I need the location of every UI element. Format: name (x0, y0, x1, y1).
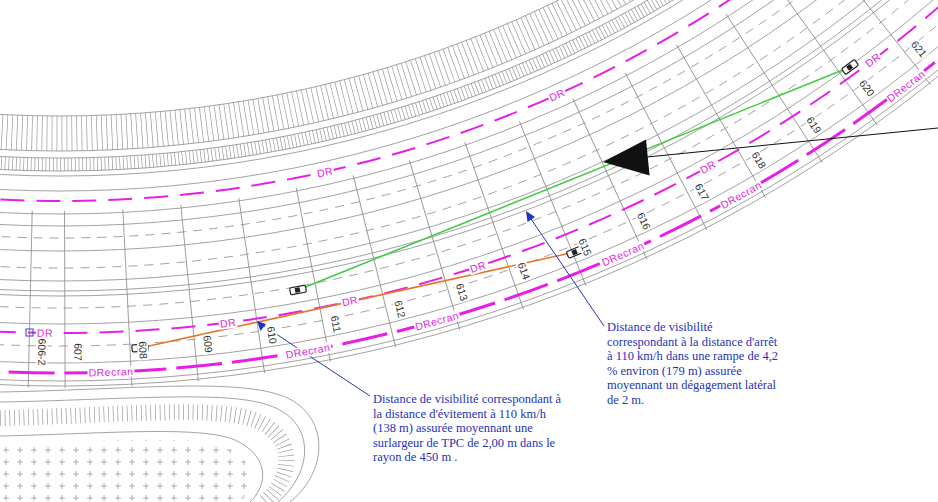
leader-line (261, 324, 370, 396)
drecran-code: DRecran (87, 366, 134, 378)
road-line (0, 0, 938, 171)
road-line (0, 0, 938, 158)
station-lines (28, 0, 930, 388)
road-line (0, 0, 938, 281)
station-line (28, 211, 32, 388)
leader-line (529, 216, 604, 326)
station-line (519, 122, 585, 286)
road-line (0, 0, 938, 291)
station-number: 609 (202, 334, 215, 355)
car-icon (841, 59, 858, 74)
road-line (0, 0, 938, 296)
station-number: 617 (693, 181, 711, 203)
station-line (726, 14, 822, 163)
dr-code: DR (862, 51, 883, 70)
station-number: 606-2 (37, 337, 48, 366)
sight-line (298, 67, 850, 290)
station-number: 607 (73, 342, 84, 362)
station-number: 614 (516, 260, 533, 282)
station-number: 618 (749, 149, 768, 171)
ramp-edge (0, 431, 263, 502)
pointer-arrowhead (603, 140, 650, 176)
station-line (353, 175, 395, 347)
station-number: 616 (635, 210, 653, 232)
callout-note: Distance de visibilité correspondant à l… (607, 320, 785, 407)
dr-code: DR (218, 316, 237, 329)
dr-code: DR (315, 165, 335, 179)
slope-hatching (0, 0, 938, 165)
ramp-edge (0, 397, 305, 502)
station-number: 610 (266, 325, 279, 346)
station-number: 612 (392, 298, 407, 320)
dr-line (0, 0, 938, 201)
car-icon (290, 285, 307, 295)
station-number: 620 (857, 77, 877, 99)
pointer-line (647, 128, 938, 157)
road-line (0, 0, 938, 363)
lane-markings (0, 0, 938, 346)
lane-marking (0, 0, 938, 268)
road-line (0, 0, 938, 151)
station-number: 621 (908, 38, 928, 60)
station-line (64, 211, 66, 388)
slope-hatching (0, 412, 286, 502)
dr-line (0, 0, 938, 333)
callout-note: Distance de visibilité correspondant à l… (373, 392, 565, 465)
station-number: 619 (804, 114, 824, 136)
station-line (239, 198, 265, 373)
dr-code: DR (340, 294, 360, 308)
station-line (181, 205, 198, 381)
road-lines (0, 0, 938, 386)
drecran-code: DRecran (599, 239, 646, 268)
road-line (0, 0, 938, 386)
dr-code: DR (547, 86, 568, 103)
vegetation-area (0, 440, 251, 502)
station-line (676, 45, 765, 198)
lane-marking (0, 0, 938, 346)
station-line (409, 160, 459, 330)
lane-marking (0, 0, 938, 238)
station-line (465, 142, 524, 309)
station-line (123, 209, 132, 386)
station-line (774, 0, 877, 125)
drecran-line (0, 0, 938, 373)
station-number: 611 (329, 314, 343, 334)
road-line (0, 0, 938, 214)
ramp (0, 386, 319, 502)
station-number: 613 (454, 281, 470, 303)
road-line (0, 0, 938, 251)
road-line (0, 0, 938, 381)
leader-arrowhead (526, 211, 535, 222)
ramp-edge (0, 386, 319, 502)
station-line (573, 98, 647, 259)
station-line (296, 188, 330, 362)
station-marker (26, 329, 33, 336)
station-number: 615 (576, 236, 593, 258)
station-number: 608 (137, 339, 149, 359)
